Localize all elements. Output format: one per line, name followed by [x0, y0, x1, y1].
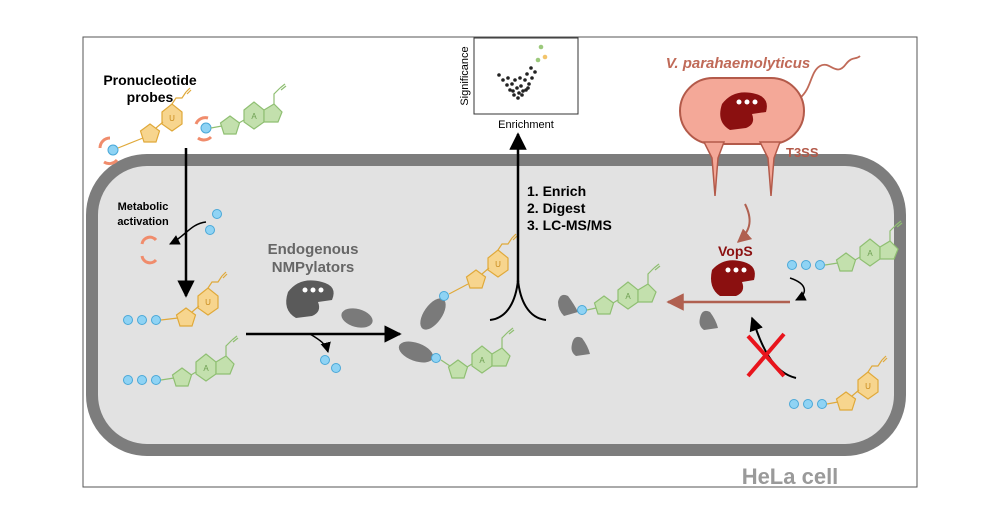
t3ss-needle — [702, 141, 726, 197]
released-phosphate — [205, 225, 215, 235]
mask-release-arrow — [169, 221, 207, 245]
masked-uridine-probe — [98, 87, 192, 166]
step-lcmsms: 3. LC-MS/MS — [527, 217, 612, 233]
figure-frame — [82, 36, 918, 488]
pyrophosphate — [331, 363, 341, 373]
t3ss-label: T3SS — [786, 145, 819, 160]
cross-mark-icon — [746, 332, 786, 378]
probes-label-line2: probes — [127, 89, 174, 105]
plot-points — [497, 66, 537, 100]
volcano-plot — [473, 37, 579, 115]
step-digest: 2. Digest — [527, 200, 586, 216]
plot-xlabel: Enrichment — [498, 119, 554, 131]
metabolic-label-line2: activation — [117, 216, 169, 228]
released-mask — [140, 255, 158, 265]
masked-adenosine-probe — [194, 83, 287, 142]
adenosine-triphosphate — [123, 335, 239, 387]
flagellum — [799, 55, 861, 99]
plot-ylabel: Significance — [459, 46, 471, 105]
vops-label: VopS — [718, 243, 753, 259]
adenosine-probe-right — [787, 220, 903, 272]
t3ss-needle — [758, 141, 782, 197]
vops-enzyme-icon-bacterium — [720, 92, 767, 130]
endogenous-label-line1: Endogenous — [268, 241, 359, 258]
amp-labeled-target — [558, 263, 661, 316]
proteomics-workflow-arrow — [489, 132, 547, 321]
endogenous-label-line2: NMPylators — [272, 259, 355, 276]
hela-cell-label: HeLa cell — [742, 464, 839, 489]
uridine-triphosphate — [123, 271, 228, 327]
substrate-protein — [341, 308, 373, 328]
vops-substrate-protein — [699, 310, 718, 330]
vops-injection-arrow — [736, 203, 753, 243]
hela-cell — [86, 154, 906, 456]
unlabeled-target-protein — [571, 336, 590, 356]
nmpylator-enzyme-icon — [286, 280, 334, 318]
released-phosphate — [212, 209, 222, 219]
ppi-release-arrow — [309, 333, 331, 354]
ump-labeled-protein — [420, 233, 518, 330]
vops-enzyme-icon — [711, 260, 755, 296]
pyrophosphate — [320, 355, 330, 365]
step-enrich: 1. Enrich — [527, 183, 586, 199]
probes-label-line1: Pronucleotide — [103, 72, 197, 88]
uridine-probe-right — [789, 355, 888, 411]
released-mask — [140, 235, 158, 245]
atp-to-vops-arrow — [789, 277, 807, 301]
amp-labeled-protein — [398, 327, 515, 379]
metabolic-label-line1: Metabolic — [118, 201, 169, 213]
bacterium-label: V. parahaemolyticus — [666, 55, 811, 72]
